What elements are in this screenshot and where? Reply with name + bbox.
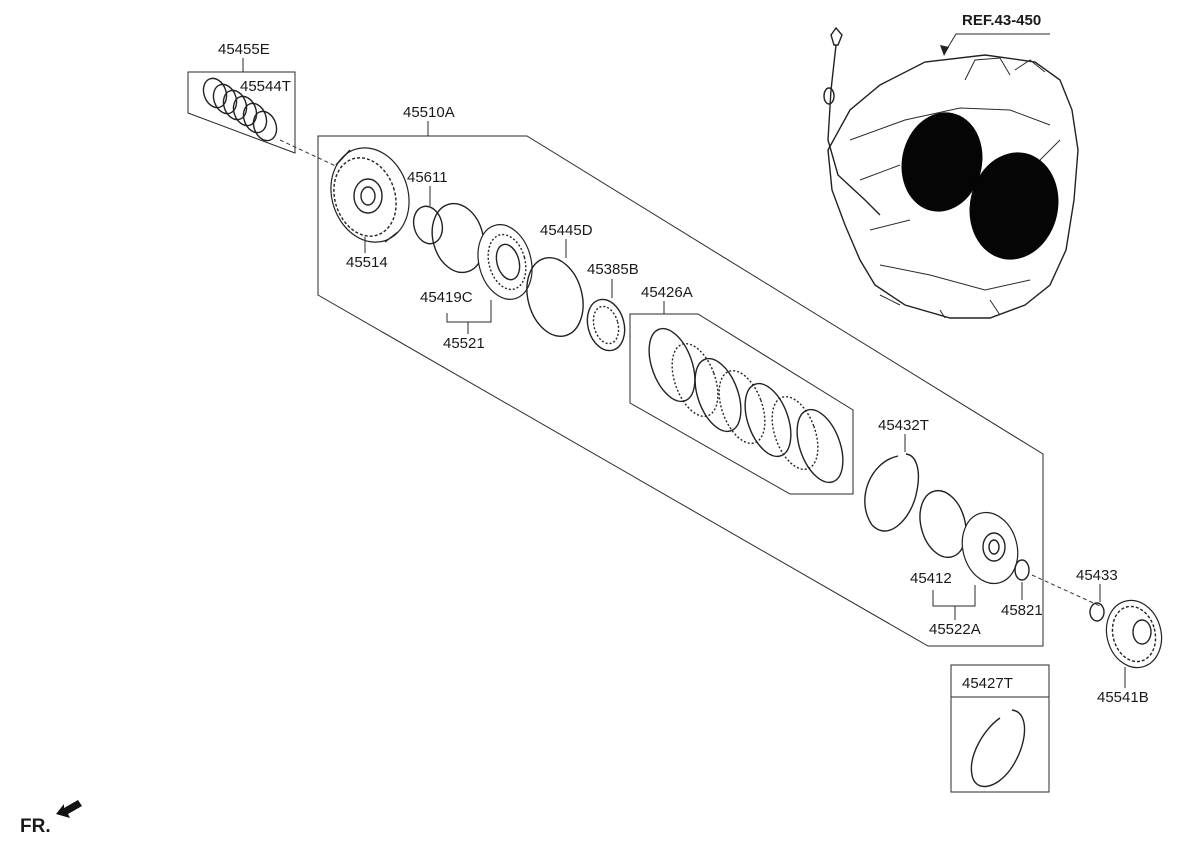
label-45521: 45521: [443, 335, 485, 352]
part-45426A-clutch-disc-set[interactable]: [629, 313, 854, 495]
label-45433: 45433: [1076, 567, 1118, 584]
part-45432T-snap-ring[interactable]: [864, 453, 920, 532]
part-45821-snap-ring[interactable]: [1014, 559, 1030, 581]
part-45445D-snap-ring[interactable]: [519, 251, 592, 342]
label-45514: 45514: [346, 254, 388, 271]
part-45433-snap-ring[interactable]: [1089, 602, 1105, 622]
label-45432T: 45432T: [878, 417, 929, 434]
part-45455E-spring-set[interactable]: [187, 71, 341, 169]
front-direction-arrow-icon: [56, 800, 82, 818]
reference-callout[interactable]: REF.43-450: [940, 12, 1050, 56]
label-45419C: 45419C: [420, 289, 473, 306]
label-45445D: 45445D: [540, 222, 593, 239]
part-45427T-snap-ring-box[interactable]: [950, 664, 1050, 793]
covered-area-left: [901, 112, 983, 212]
label-45821: 45821: [1001, 602, 1043, 619]
part-45611-seal-ring[interactable]: [410, 203, 447, 247]
part-45419C-seal-ring[interactable]: [425, 198, 491, 279]
covered-area-right: [969, 152, 1059, 260]
part-45514-clutch-drum[interactable]: [319, 138, 421, 253]
label-45412: 45412: [910, 570, 952, 587]
label-45522A: 45522A: [929, 621, 981, 638]
label-45544T: 45544T: [240, 78, 291, 95]
part-45385B-spring-retainer[interactable]: [582, 295, 630, 355]
label-45426A: 45426A: [641, 284, 693, 301]
front-direction-label: FR.: [20, 816, 51, 837]
part-45521-piston[interactable]: [470, 219, 540, 306]
part-45412-seal-ring[interactable]: [913, 485, 973, 562]
label-45455E: 45455E: [218, 41, 270, 58]
transmission-assembly-illustration[interactable]: [823, 26, 1079, 319]
reference-label: REF.43-450: [962, 12, 1041, 29]
label-45541B: 45541B: [1097, 689, 1149, 706]
assembly-outline-45510A: [317, 135, 1044, 647]
label-45427T: 45427T: [962, 675, 1013, 692]
label-45385B: 45385B: [587, 261, 639, 278]
label-45611: 45611: [407, 169, 448, 186]
part-45541B-clutch-hub[interactable]: [1099, 594, 1169, 674]
label-45510A: 45510A: [403, 104, 455, 121]
part-45522A-balance-piston[interactable]: [955, 506, 1026, 590]
front-direction-indicator: FR.: [20, 800, 82, 837]
